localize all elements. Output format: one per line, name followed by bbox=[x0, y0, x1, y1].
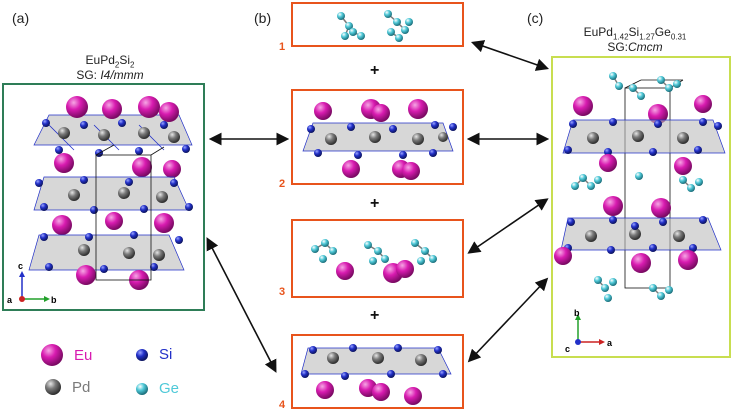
eupd2si2-slab-fragment bbox=[302, 99, 457, 180]
arrow-3-to-c bbox=[467, 198, 549, 254]
structure-c-formula: EuPd1.42Si1.27Ge0.31 bbox=[583, 25, 687, 42]
fragment-number-2: 2 bbox=[279, 178, 286, 190]
legend-label-eu: Eu bbox=[74, 346, 93, 364]
arrow-4-to-c bbox=[467, 277, 549, 363]
structure-a-formula: EuPd2Si2 bbox=[85, 53, 135, 70]
axis-label-a-c: a bbox=[607, 338, 613, 348]
substructure-frame-2 bbox=[291, 89, 464, 185]
panel-label-c: (c) bbox=[527, 10, 544, 26]
plus-sign-3: + bbox=[370, 307, 380, 324]
structure-a-space-group: SG: I4/mmm bbox=[76, 68, 144, 82]
eu-ge-fragment bbox=[311, 239, 437, 283]
fragment-number-4: 4 bbox=[279, 399, 286, 411]
fragment-number-1: 1 bbox=[279, 41, 286, 53]
panel-label-a: (a) bbox=[12, 10, 30, 26]
substructure-frame-3 bbox=[291, 219, 464, 298]
pd-atom-icon bbox=[45, 379, 61, 395]
legend-label-pd: Pd bbox=[72, 378, 91, 396]
si-atom-icon bbox=[136, 348, 148, 361]
legend-item-eu: Eu bbox=[40, 343, 92, 367]
substructure-frame-4 bbox=[291, 334, 464, 409]
axis-label-b-c: b bbox=[574, 308, 580, 318]
axis-label-c: c bbox=[18, 261, 24, 271]
eupd2si2-structure bbox=[28, 96, 193, 290]
legend-item-ge: Ge bbox=[135, 380, 179, 397]
legend-label-ge: Ge bbox=[159, 380, 180, 397]
panel-label-b: (b) bbox=[254, 10, 272, 26]
legend-label-si: Si bbox=[159, 346, 173, 363]
structure-c-space-group: SG:Cmcm bbox=[607, 40, 663, 54]
axis-label-a: a bbox=[7, 295, 13, 305]
ge-atom-icon bbox=[136, 382, 148, 395]
axis-label-b: b bbox=[51, 295, 57, 305]
plus-sign-1: + bbox=[370, 62, 380, 79]
structure-a-frame: c b a bbox=[2, 83, 205, 311]
axes-indicator-c bbox=[575, 314, 605, 345]
eupd-si-ge-structure bbox=[554, 72, 726, 302]
eupd-si-slab-fragment bbox=[300, 344, 452, 405]
axes-indicator-a bbox=[19, 271, 50, 302]
ge-dimer-fragment bbox=[337, 10, 413, 42]
arrow-1-to-c bbox=[470, 40, 550, 71]
eu-atom-icon bbox=[41, 344, 63, 366]
substructure-frame-1 bbox=[291, 2, 464, 47]
arrow-a-to-4 bbox=[206, 237, 277, 373]
axis-label-c-c: c bbox=[565, 344, 571, 354]
structure-c-frame: b a c bbox=[551, 56, 731, 358]
legend-item-pd: Pd bbox=[44, 378, 90, 396]
fragment-number-3: 3 bbox=[279, 286, 286, 298]
legend-item-si: Si bbox=[135, 346, 172, 363]
plus-sign-2: + bbox=[370, 195, 380, 212]
